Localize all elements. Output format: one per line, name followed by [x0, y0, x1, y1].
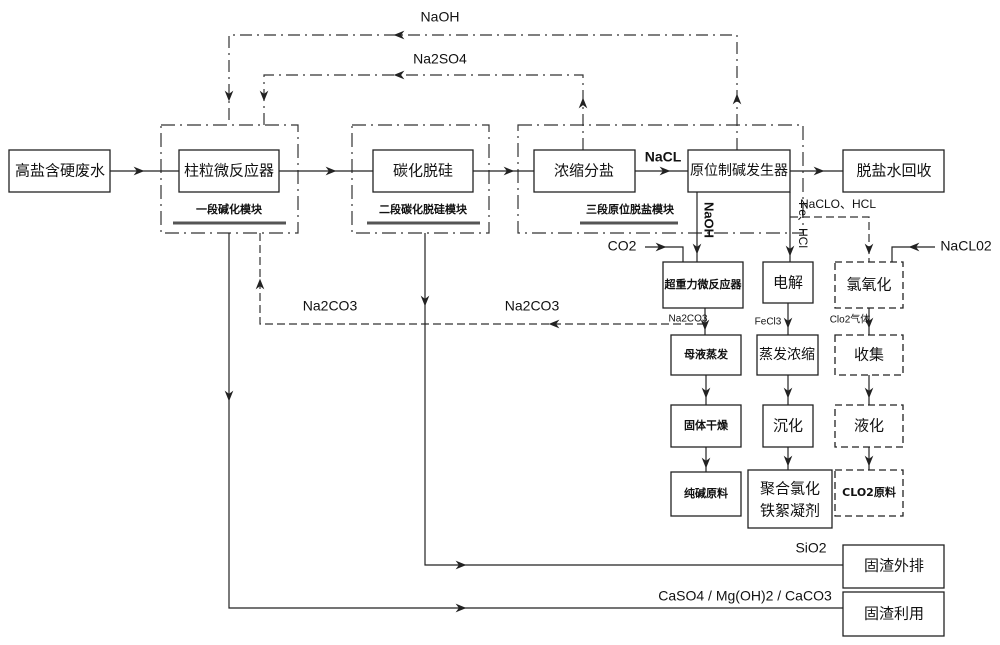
chlorination-label: 氯氧化	[846, 276, 891, 294]
ferric-flocculant-label-1: 聚合氯化	[760, 480, 820, 498]
nacl02-label: NaCL02	[940, 238, 992, 254]
solid-drying-box	[670, 404, 742, 448]
soda-ash-label: 纯碱原料	[684, 486, 728, 500]
soda-ash-box	[670, 471, 742, 517]
desalted-water-box	[842, 149, 945, 193]
liquefaction-label: 液化	[854, 417, 884, 435]
nacl-label: NaCL	[645, 149, 682, 165]
evaporation-label: 蒸发浓缩	[759, 347, 815, 363]
wastewater-box	[8, 149, 111, 193]
electrolysis-label: 电解	[773, 274, 803, 292]
na2co3-left-label: Na2CO3	[303, 298, 358, 314]
residue-use-box	[842, 591, 945, 637]
na2co3-small-label: Na2CO3	[669, 314, 708, 325]
ferric-flocculant-label-2: 铁絮凝剂	[760, 502, 820, 520]
supergravity-label: 超重力微反应器	[664, 277, 743, 291]
mother-liquor-label: 母液蒸发	[684, 347, 729, 361]
chlorination-box	[834, 261, 904, 309]
wastewater-label: 高盐含硬废水	[15, 162, 105, 180]
alkali-generator-box	[687, 149, 791, 193]
residue-use-label: 固渣利用	[864, 605, 924, 623]
sio2-line	[424, 233, 843, 566]
liquefaction-box	[834, 404, 904, 448]
ferric-flocculant-box	[747, 469, 833, 529]
desalted-water-label: 脱盐水回收	[856, 162, 931, 180]
column-reactor-box	[178, 149, 280, 193]
concentration-box	[533, 149, 636, 193]
supergravity-box	[662, 261, 744, 309]
stage1-module-label: 一段碱化模块	[196, 202, 263, 216]
carbonation-box	[372, 149, 474, 193]
fe-hcl-label: Fe、HCl	[796, 202, 810, 248]
carbonation-label: 碳化脱硅	[393, 162, 453, 180]
co2-line	[645, 246, 684, 262]
collection-label: 收集	[854, 346, 884, 364]
precipitation-label: 沉化	[773, 417, 803, 435]
naoh-top-label: NaOH	[421, 9, 460, 25]
solid-drying-label: 固体干燥	[684, 418, 729, 432]
residue-discharge-label: 固渣外排	[864, 557, 924, 575]
collection-box	[834, 334, 904, 376]
clo2-gas-label: Clo2气体	[830, 313, 871, 326]
mother-liquor-box	[670, 334, 742, 376]
naoh-down-label: NaOH	[702, 202, 717, 238]
clo2-material-label: CLO2原料	[842, 485, 896, 499]
nacl02-line	[891, 246, 935, 262]
sio2-label: SiO2	[795, 540, 826, 556]
naoh-recycle-line	[224, 30, 742, 150]
naclo-hcl-label: NaCLO、HCL	[800, 197, 876, 211]
co2-label: CO2	[608, 238, 637, 254]
electrolysis-box	[762, 261, 814, 304]
stage2-module-frame	[351, 124, 490, 234]
na2co3-mid-label: Na2CO3	[505, 298, 560, 314]
fecl3-label: FeCl3	[755, 317, 782, 328]
clo2-material-box	[834, 469, 904, 517]
na2so4-label: Na2SO4	[413, 51, 467, 67]
residue-discharge-box	[842, 544, 945, 589]
na2so4-recycle-line	[259, 70, 588, 150]
precipitation-box	[762, 404, 814, 448]
alkali-generator-label: 原位制碱发生器	[690, 163, 788, 179]
stage3-module-label: 三段原位脱盐模块	[586, 202, 675, 216]
residue-use-line	[228, 233, 843, 609]
residues-label: CaSO4 / Mg(OH)2 / CaCO3	[658, 588, 832, 604]
stage3-module-frame	[517, 124, 804, 234]
stage2-module-label: 二段碳化脱硅模块	[379, 202, 468, 216]
concentration-label: 浓缩分盐	[554, 162, 614, 180]
evaporation-box	[756, 334, 819, 376]
column-reactor-label: 柱粒微反应器	[184, 162, 274, 180]
